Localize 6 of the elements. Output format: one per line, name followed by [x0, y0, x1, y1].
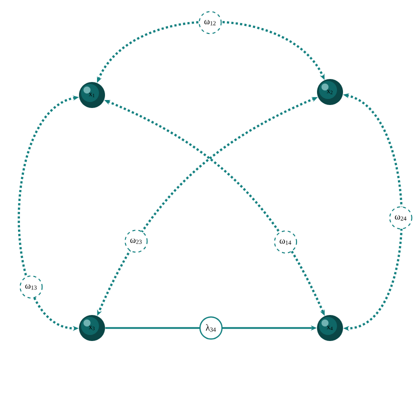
edge-label: ω$_{12}$	[198, 11, 222, 34]
edge-label: ω$_{14}$	[274, 230, 298, 254]
edge-label: ω$_{24}$	[389, 206, 412, 230]
edge-label: λ$_{34}$	[199, 316, 223, 340]
edge-label: ω$_{23}$	[124, 230, 148, 253]
edge-label: ω$_{13}$	[20, 276, 43, 298]
